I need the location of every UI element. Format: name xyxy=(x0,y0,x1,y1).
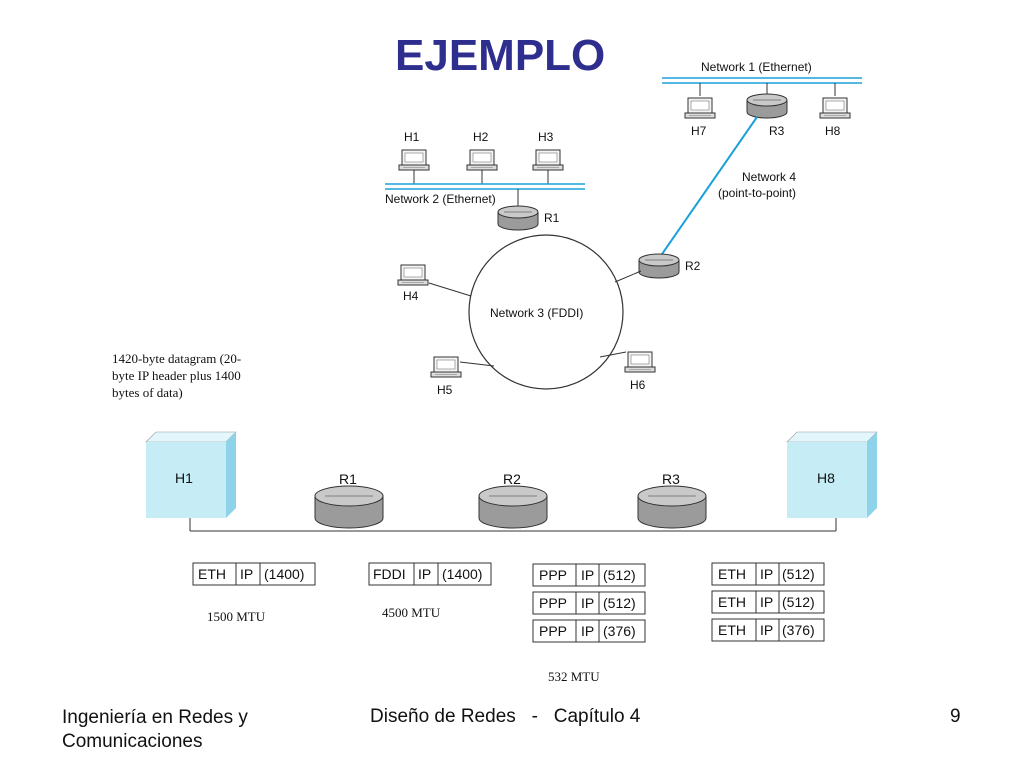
packet-size: (376) xyxy=(603,623,636,639)
packet-header: PPP xyxy=(539,567,567,583)
packet-ip: IP xyxy=(760,566,773,582)
h8-label: H8 xyxy=(825,124,841,138)
packet-header: FDDI xyxy=(373,566,406,582)
r3-path-label: R3 xyxy=(662,471,680,487)
h3-computer-icon xyxy=(532,149,564,171)
r2-path-router-icon xyxy=(478,485,548,529)
packet-ip: IP xyxy=(760,594,773,610)
packet-ip: IP xyxy=(760,622,773,638)
h2-label: H2 xyxy=(473,130,489,144)
h5-computer-icon xyxy=(430,356,462,378)
h1-computer-icon xyxy=(398,149,430,171)
h5-label: H5 xyxy=(437,383,453,397)
network3-fddi-ring xyxy=(468,234,624,390)
packet-size: (512) xyxy=(603,595,636,611)
footer-left: Ingeniería en Redes y Comunicaciones xyxy=(62,706,248,754)
packet-header: ETH xyxy=(718,566,746,582)
packet-size: (512) xyxy=(782,594,815,610)
mtu-seg3-label: 532 MTU xyxy=(548,669,600,684)
h6-computer-icon xyxy=(624,351,656,373)
packet-seg4-row0: ETH IP (512) xyxy=(711,562,825,586)
packet-size: (512) xyxy=(603,567,636,583)
network4-label: Network 4 xyxy=(742,170,796,184)
h8-computer-icon xyxy=(819,97,851,119)
packet-seg3-row0: PPP IP (512) xyxy=(532,563,646,587)
h7-computer-icon xyxy=(684,97,716,119)
network1-label: Network 1 (Ethernet) xyxy=(701,60,812,74)
packet-ip: IP xyxy=(581,623,594,639)
h3-label: H3 xyxy=(538,130,554,144)
h1-box-label: H1 xyxy=(175,470,193,486)
mtu-seg1-label: 1500 MTU xyxy=(207,609,266,624)
packet-header: PPP xyxy=(539,623,567,639)
datagram-note-line3: bytes of data) xyxy=(112,385,183,400)
packet-size: (1400) xyxy=(264,566,304,582)
h8-host-box xyxy=(786,431,878,518)
packet-size: (1400) xyxy=(442,566,482,582)
footer-course-line2: Comunicaciones xyxy=(62,731,203,752)
packet-seg3-row2: PPP IP (376) xyxy=(532,619,646,643)
h1-label: H1 xyxy=(404,130,420,144)
datagram-note-line1: 1420-byte datagram (20- xyxy=(112,351,241,366)
packet-header: ETH xyxy=(718,622,746,638)
packet-seg3-row1: PPP IP (512) xyxy=(532,591,646,615)
r2-router-icon xyxy=(638,253,680,279)
r1-path-router-icon xyxy=(314,485,384,529)
packet-seg4-row2: ETH IP (376) xyxy=(711,618,825,642)
network2-label: Network 2 (Ethernet) xyxy=(385,192,496,206)
network4-link xyxy=(659,116,758,258)
packet-header: ETH xyxy=(198,566,226,582)
h1-host-box xyxy=(145,431,237,518)
r2-path-label: R2 xyxy=(503,471,521,487)
packet-seg4-row1: ETH IP (512) xyxy=(711,590,825,614)
r1-router-icon xyxy=(497,205,539,231)
r3-path-router-icon xyxy=(637,485,707,529)
mtu-seg2-label: 4500 MTU xyxy=(382,605,441,620)
network2-ethernet-cable xyxy=(385,183,585,190)
h6-label: H6 xyxy=(630,378,646,392)
packet-header: PPP xyxy=(539,595,567,611)
packet-ip: IP xyxy=(581,595,594,611)
r3-label: R3 xyxy=(769,124,785,138)
h4-computer-icon xyxy=(397,264,429,286)
footer-center: Diseño de Redes - Capítulo 4 xyxy=(370,706,641,727)
network1-ethernet-cable xyxy=(662,77,862,84)
h8-box-label: H8 xyxy=(817,470,835,486)
footer-course-line1: Ingeniería en Redes y xyxy=(62,707,248,728)
packet-seg2-row0: FDDI IP (1400) xyxy=(368,562,492,586)
h2-computer-icon xyxy=(466,149,498,171)
h4-label: H4 xyxy=(403,289,419,303)
packet-ip: IP xyxy=(418,566,431,582)
packet-header: ETH xyxy=(718,594,746,610)
r1-label: R1 xyxy=(544,211,560,225)
packet-ip: IP xyxy=(240,566,253,582)
page-number: 9 xyxy=(950,706,961,727)
r2-label: R2 xyxy=(685,259,701,273)
packet-seg1-row0: ETH IP (1400) xyxy=(192,562,316,586)
network4-sublabel: (point-to-point) xyxy=(718,186,796,200)
packet-size: (512) xyxy=(782,566,815,582)
slide-title: EJEMPLO xyxy=(395,31,605,80)
r1-path-label: R1 xyxy=(339,471,357,487)
h7-label: H7 xyxy=(691,124,707,138)
network3-label: Network 3 (FDDI) xyxy=(490,306,583,320)
datagram-note-line2: byte IP header plus 1400 xyxy=(112,368,241,383)
packet-ip: IP xyxy=(581,567,594,583)
r3-router-icon xyxy=(746,93,788,119)
packet-size: (376) xyxy=(782,622,815,638)
